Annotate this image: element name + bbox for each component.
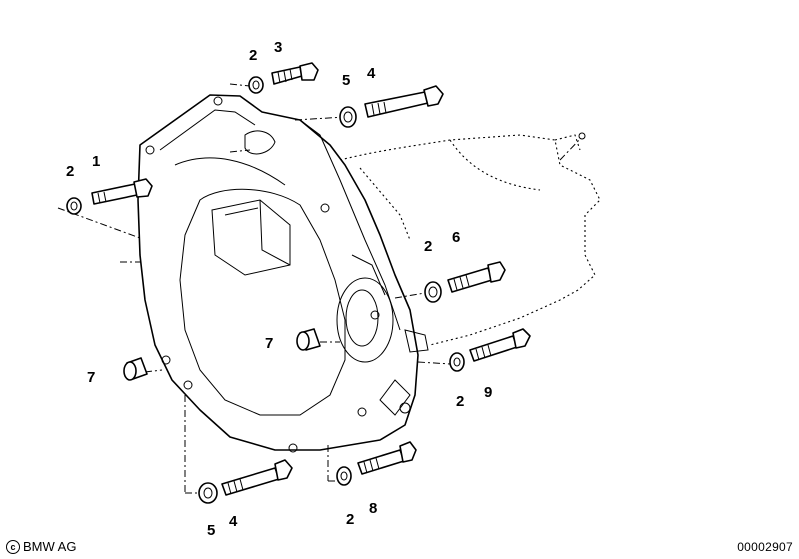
transmission-case — [339, 132, 601, 346]
copyright-text: BMW AG — [23, 539, 77, 554]
washer-2-bottom — [336, 466, 352, 486]
copyright-notice: c BMW AG — [6, 539, 76, 554]
callout-5: 5 — [342, 72, 350, 89]
washer-2-left — [66, 197, 82, 215]
dowel-sleeve-7-center — [296, 328, 321, 351]
bolt-4-upper — [364, 85, 444, 118]
callout-labels: 2 3 5 4 2 1 2 6 7 7 9 2 5 4 2 8 — [66, 39, 492, 539]
callout-6: 6 — [452, 229, 460, 246]
callout-2: 2 — [249, 47, 257, 64]
bolt-3 — [271, 62, 319, 85]
washer-5-upper — [339, 106, 357, 128]
washer-2-right — [424, 281, 442, 303]
callout-1: 1 — [92, 153, 100, 170]
callout-9: 9 — [484, 384, 492, 401]
copyright-icon: c — [6, 539, 20, 554]
callout-3: 3 — [274, 39, 282, 56]
callout-4: 4 — [229, 513, 238, 530]
callout-7: 7 — [87, 369, 95, 386]
callout-2: 2 — [424, 238, 432, 255]
bolt-6 — [447, 261, 506, 293]
dowel-sleeve-7-left — [123, 357, 148, 381]
callout-7: 7 — [265, 335, 273, 352]
callout-5: 5 — [207, 522, 215, 539]
callout-2: 2 — [456, 393, 464, 410]
washer-2-top — [248, 76, 264, 94]
bell-housing — [137, 94, 429, 453]
bolt-4-lower — [221, 459, 293, 496]
image-number: 00002907 — [737, 540, 793, 554]
callout-2: 2 — [346, 511, 354, 528]
callout-4: 4 — [367, 65, 376, 82]
callout-2: 2 — [66, 163, 74, 180]
bolt-1 — [91, 178, 153, 205]
bolt-9 — [469, 328, 531, 362]
callout-8: 8 — [369, 500, 377, 517]
washer-2-lower-right — [449, 352, 465, 372]
washer-5-lower — [198, 482, 218, 504]
bolt-8 — [357, 441, 417, 475]
